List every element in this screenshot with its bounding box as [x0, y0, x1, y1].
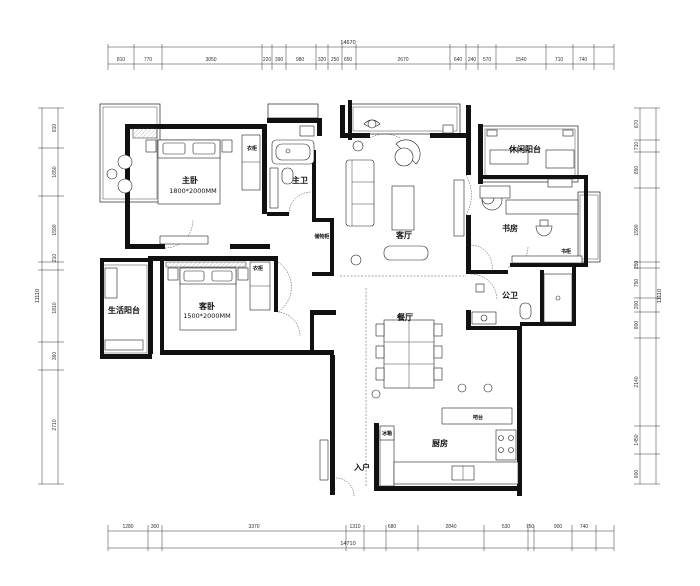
- right-dimension-chain: 11110 670 710 650 1590 250 750 200 800 2…: [634, 107, 663, 485]
- label-dining: 餐厅: [396, 312, 413, 322]
- top-dim-11: 640: [454, 57, 463, 63]
- top-dim-13: 570: [483, 57, 492, 63]
- label-master-bed-size: 1800*2000MM: [169, 187, 217, 195]
- bottom-total-dimension: 14710: [340, 541, 355, 547]
- right-dim-4: 1590: [634, 224, 640, 235]
- tv-cabinet: [453, 179, 465, 237]
- right-dim-9: 2140: [634, 376, 640, 387]
- master-bedroom-furniture: [106, 127, 261, 245]
- top-dim-15: 710: [555, 57, 564, 63]
- master-bath-fixtures: [269, 125, 315, 209]
- right-dim-5: 250: [634, 261, 640, 270]
- right-dim-8: 800: [634, 321, 640, 330]
- bottom-dim-10: 740: [580, 524, 589, 530]
- master-toilet: [281, 167, 294, 185]
- top-dim-14: 1540: [515, 57, 526, 63]
- leisure-study-furniture: [479, 129, 583, 264]
- living-room-furniture: [345, 119, 465, 266]
- label-guest-bedroom: 客卧: [198, 301, 215, 311]
- public-toilet: [519, 302, 532, 320]
- balcony-chair-1: [117, 154, 133, 170]
- left-dim-6: 360: [52, 352, 58, 361]
- left-total-dimension: 11110: [35, 289, 41, 303]
- label-master-bath: 主卫: [292, 175, 308, 185]
- right-dim-11: 600: [634, 470, 640, 479]
- label-bookcase: 书柜: [561, 248, 571, 255]
- top-dim-8: 250: [331, 57, 340, 63]
- right-dim-6: 750: [634, 279, 640, 288]
- sofa: [345, 159, 375, 227]
- top-dim-16: 740: [579, 57, 588, 63]
- left-dim-7: 2710: [52, 419, 58, 430]
- furniture-labels: 衣柜 衣柜 储物柜 书柜 冰箱 吧台: [247, 145, 571, 437]
- right-dim-7: 200: [634, 301, 640, 310]
- label-utility-balcony: 生活阳台: [108, 305, 140, 315]
- left-dim-2: 1650: [52, 166, 58, 177]
- dashed-boundaries: [340, 275, 466, 486]
- bottom-dimension-chain: 14710 1280 300 3370 1310 680 2840 530 75…: [107, 524, 615, 551]
- top-dim-1: 810: [117, 57, 126, 63]
- balcony-chair-2: [117, 178, 133, 194]
- left-dim-5: 1810: [52, 302, 58, 313]
- label-kitchen: 厨房: [432, 438, 448, 448]
- bar-counter: [441, 407, 513, 425]
- walls: [100, 100, 588, 496]
- right-dim-10: 1450: [634, 434, 640, 445]
- label-living-room: 客厅: [395, 230, 412, 240]
- top-dim-5: 390: [275, 57, 284, 63]
- room-labels: 主卧 1800*2000MM 主卫 客厅 休闲阳台 书房 客卧 1500*200…: [108, 144, 541, 472]
- label-linen-cabinet: 储物柜: [314, 233, 329, 240]
- left-dim-3: 1590: [52, 224, 58, 235]
- right-dim-2: 710: [634, 142, 640, 151]
- label-bar: 吧台: [473, 414, 483, 421]
- label-guest-bed-size: 1500*2000MM: [183, 312, 231, 320]
- top-dim-12: 240: [468, 57, 477, 63]
- dining-furniture: [371, 319, 493, 399]
- fridge: [379, 425, 395, 441]
- study-bookcase: [511, 255, 583, 264]
- kitchen-furniture: [319, 407, 519, 487]
- right-dim-1: 670: [634, 120, 640, 129]
- coffee-table: [391, 185, 415, 231]
- label-study: 书房: [502, 223, 518, 233]
- top-dim-9: 650: [344, 57, 353, 63]
- top-dim-4: 220: [263, 57, 272, 63]
- label-master-wardrobe: 衣柜: [247, 145, 257, 152]
- master-wardrobe: [241, 134, 261, 191]
- bottom-dim-5: 680: [388, 524, 397, 530]
- label-leisure-balcony: 休闲阳台: [508, 144, 541, 154]
- left-dim-1: 810: [52, 124, 58, 133]
- bottom-dim-2: 300: [151, 524, 160, 530]
- label-public-bath: 公卫: [502, 291, 518, 300]
- top-dim-6: 980: [296, 57, 305, 63]
- label-entrance: 入户: [353, 462, 370, 472]
- bottom-dim-8: 750: [526, 524, 535, 530]
- bottom-dim-7: 530: [502, 524, 511, 530]
- bottom-dim-1: 1280: [122, 524, 133, 530]
- study-desk: [505, 199, 579, 215]
- right-dim-3: 650: [634, 166, 640, 175]
- label-master-bedroom: 主卧: [182, 175, 198, 185]
- guest-bedroom-furniture: [104, 261, 271, 351]
- top-dim-3: 3050: [205, 57, 216, 63]
- top-total-dimension: 14670: [340, 40, 355, 46]
- bottom-dim-6: 2840: [445, 524, 456, 530]
- top-dimension-chain: 14670 810 770 3050 220 390 980 320 250 6…: [107, 40, 615, 70]
- label-guest-wardrobe: 衣柜: [253, 265, 263, 272]
- label-fridge: 冰箱: [382, 430, 392, 437]
- right-total-dimension: 11110: [657, 289, 663, 303]
- public-bath-fixtures: [471, 273, 573, 325]
- left-dimension-chain: 11110 810 1650 1590 210 1810 360 2710: [35, 107, 64, 485]
- left-dim-4: 210: [52, 254, 58, 263]
- bottom-dim-4: 1310: [349, 524, 360, 530]
- bottom-dim-3: 3370: [248, 524, 259, 530]
- top-dim-10: 2670: [397, 57, 408, 63]
- top-dim-2: 770: [144, 57, 153, 63]
- bottom-dim-9: 900: [554, 524, 563, 530]
- top-dim-7: 320: [318, 57, 327, 63]
